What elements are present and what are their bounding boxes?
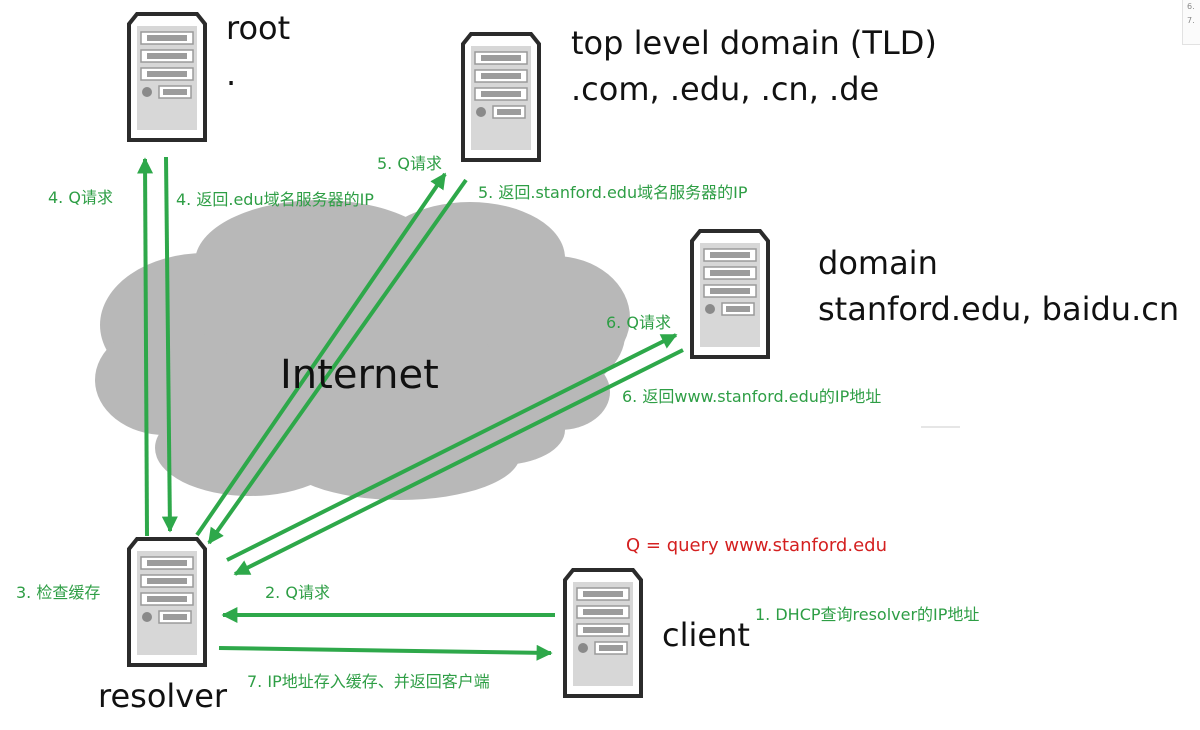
tld-examples-label: .com, .edu, .cn, .de — [571, 70, 880, 108]
arrow-5-response — [207, 178, 468, 545]
resolver-label: resolver — [98, 677, 228, 715]
tld-label: top level domain (TLD) — [571, 24, 937, 62]
root-label: root — [226, 9, 291, 47]
client-server-icon — [563, 568, 643, 698]
internet-cloud — [95, 200, 630, 500]
step-1-label: 1. DHCP查询resolver的IP地址 — [755, 605, 980, 624]
resolver-server-icon — [127, 537, 207, 667]
arrow-5-request — [195, 172, 447, 537]
step-2-label: 2. Q请求 — [265, 583, 330, 602]
domain-server-icon — [690, 229, 770, 359]
arrow-4-request — [137, 157, 154, 537]
tld-server-icon — [461, 32, 541, 162]
step-3-label: 3. 检查缓存 — [16, 583, 101, 602]
arrow-4-response — [161, 156, 178, 533]
corner-list-item: 7. — [1187, 16, 1195, 25]
step-6-request-label: 6. Q请求 — [606, 313, 671, 332]
step-4-response-label: 4. 返回.edu域名服务器的IP — [176, 190, 374, 209]
step-7-label: 7. IP地址存入缓存、并返回客户端 — [247, 672, 490, 691]
step-5-response-label: 5. 返回.stanford.edu域名服务器的IP — [478, 183, 748, 202]
corner-list-panel: 6. 7. — [1182, 0, 1200, 45]
domain-label: domain — [818, 244, 938, 282]
root-dot-label: . — [226, 55, 237, 93]
arrow-6-request — [226, 333, 678, 562]
internet-label: Internet — [280, 352, 439, 398]
root-server-icon — [127, 12, 207, 142]
arrow-7-response — [218, 644, 553, 661]
corner-list-item: 6. — [1187, 2, 1195, 11]
client-label: client — [662, 616, 750, 654]
step-5-request-label: 5. Q请求 — [377, 154, 442, 173]
domain-examples-label: stanford.edu, baidu.cn — [818, 290, 1180, 328]
step-4-request-label: 4. Q请求 — [48, 188, 113, 207]
query-definition: Q = query www.stanford.edu — [626, 535, 887, 556]
step-6-response-label: 6. 返回www.stanford.edu的IP地址 — [622, 387, 882, 406]
arrow-6-response — [233, 348, 684, 576]
